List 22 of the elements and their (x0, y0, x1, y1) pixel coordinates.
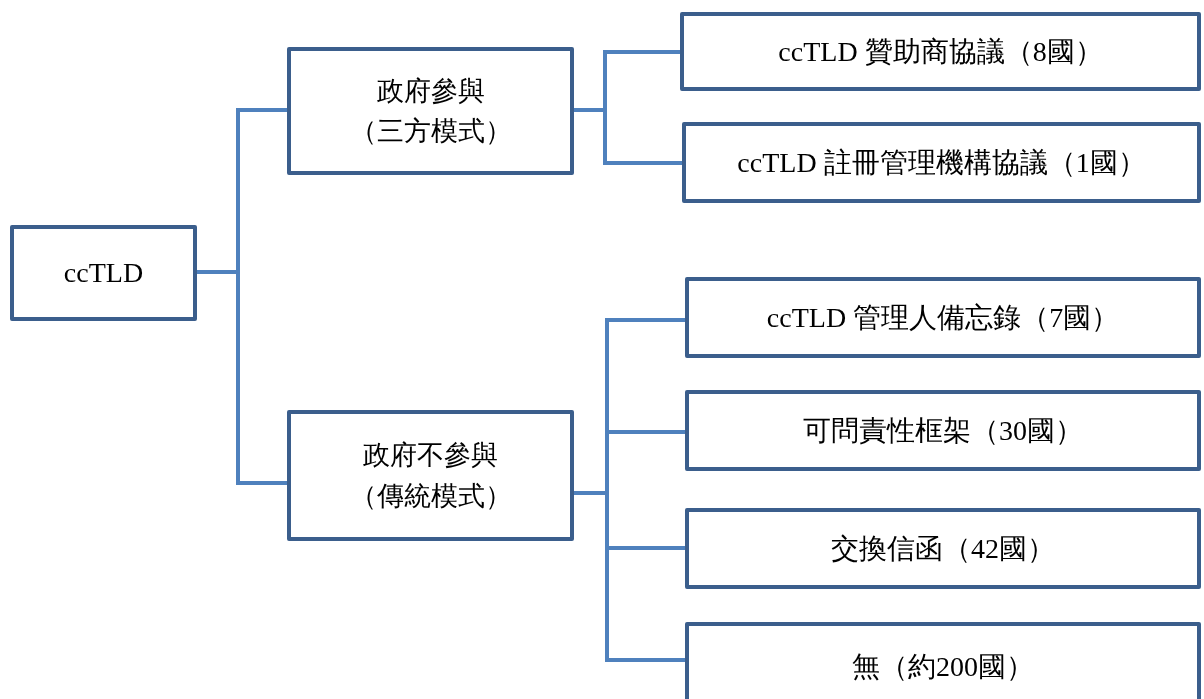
connector-line (574, 108, 682, 165)
category-box (10, 225, 197, 321)
category-box (287, 47, 574, 175)
category-box (685, 508, 1201, 589)
category-box (685, 277, 1201, 358)
category-box (685, 390, 1201, 471)
box-label: 交換信函（42國） (831, 531, 1055, 566)
box-label: ccTLD (63, 256, 144, 290)
box-label: ccTLD 註冊管理機構協議（1國） (737, 145, 1146, 180)
category-box (287, 410, 574, 541)
category-box (682, 122, 1201, 203)
category-box (685, 622, 1201, 699)
box-label: ccTLD 贊助商協議（8國） (778, 34, 1103, 69)
box-label: 政府參與 (376, 74, 485, 108)
box-label: ccTLD 管理人備忘錄（7國） (766, 300, 1120, 335)
connector-line (197, 270, 287, 485)
category-box (680, 12, 1201, 91)
box-label: （傳統模式） (349, 479, 512, 513)
box-label: （三方模式） (349, 115, 512, 148)
box-label: 可問責性框架（30國） (803, 413, 1083, 448)
box-label: 政府不參與 (363, 439, 498, 472)
box-label: 無（約200國） (852, 650, 1034, 684)
